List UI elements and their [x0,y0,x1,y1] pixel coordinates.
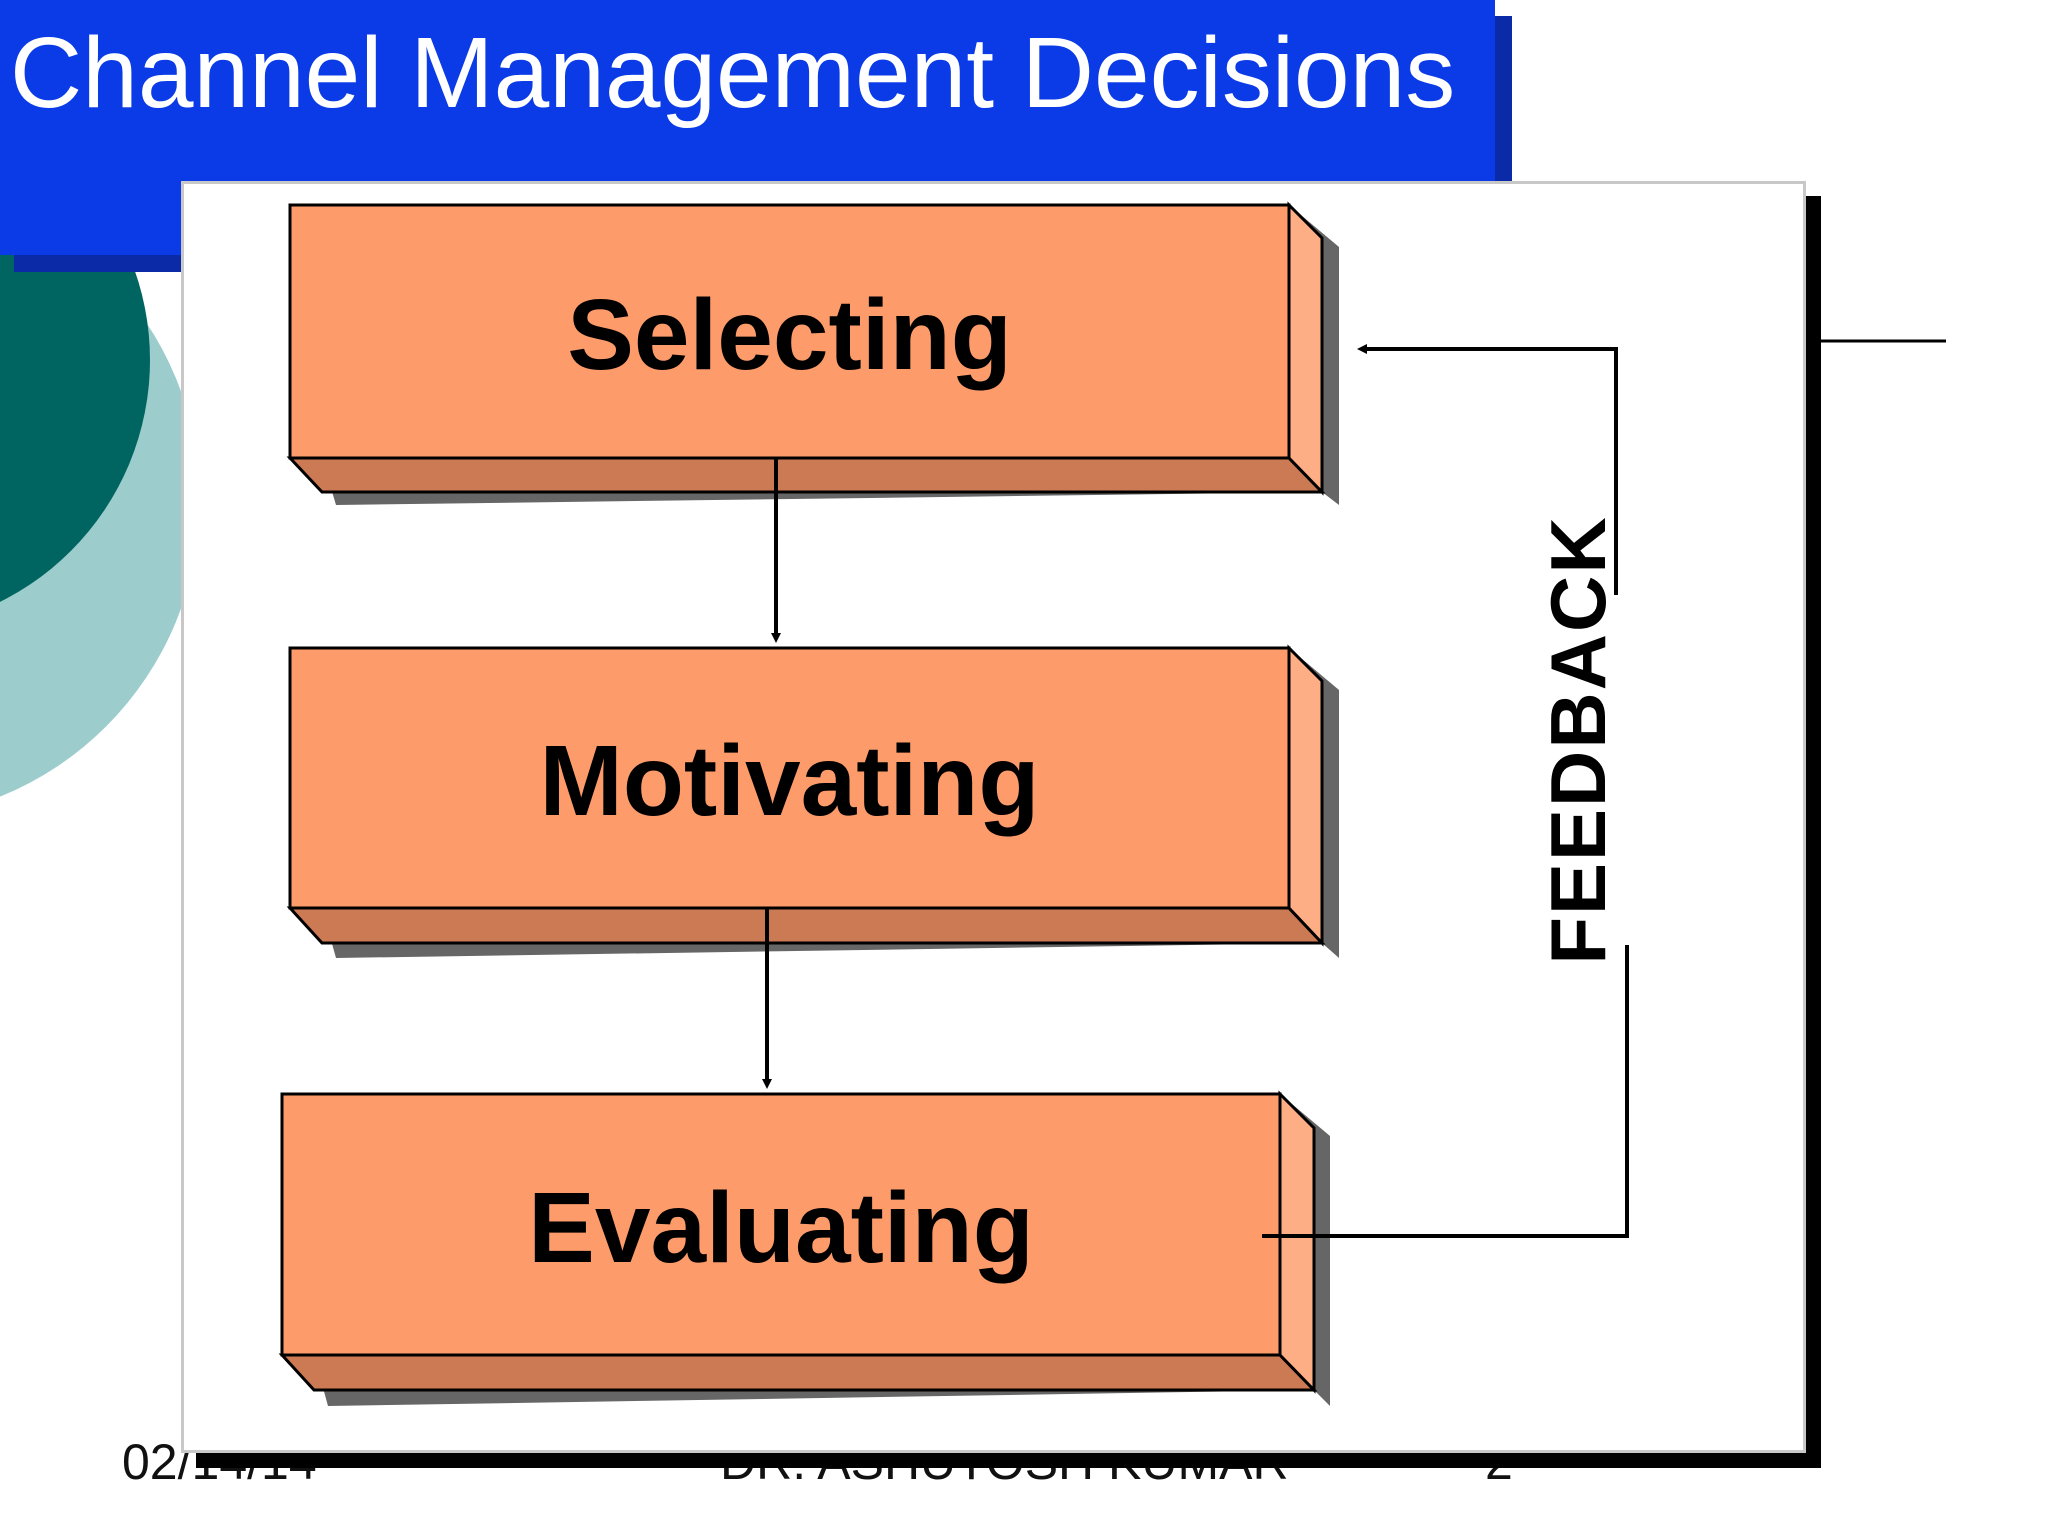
step-label-selecting: Selecting [567,279,1012,391]
selecting-box-shadow-side [1289,205,1339,505]
slide-title: Channel Management Decisions [10,17,1456,129]
motivating-box-front-face [288,646,1291,910]
feedback-label: FEEDBACK [1534,515,1622,965]
motivating-box-bottom-face [286,906,1326,945]
selecting-box-front-face [288,203,1291,460]
evaluating-box [278,1090,1330,1406]
evaluating-box-front-face [280,1092,1282,1357]
evaluating-box-side-face [1278,1090,1316,1394]
selecting-box-bottom-face [286,456,1326,494]
step-label-evaluating: Evaluating [528,1172,1034,1284]
motivating-box-side-face [1287,644,1324,947]
selecting-box [286,201,1339,505]
feedback-arrow-upper [1357,344,1618,595]
step-label-motivating: Motivating [539,725,1040,837]
selecting-box-side-face [1287,201,1324,496]
feedback-line-lower [1262,945,1629,1238]
motivating-box-shadow-side [1289,648,1339,958]
motivating-box [286,644,1339,958]
evaluating-box-bottom-face [278,1353,1318,1392]
evaluating-box-shadow-side [1280,1094,1330,1406]
